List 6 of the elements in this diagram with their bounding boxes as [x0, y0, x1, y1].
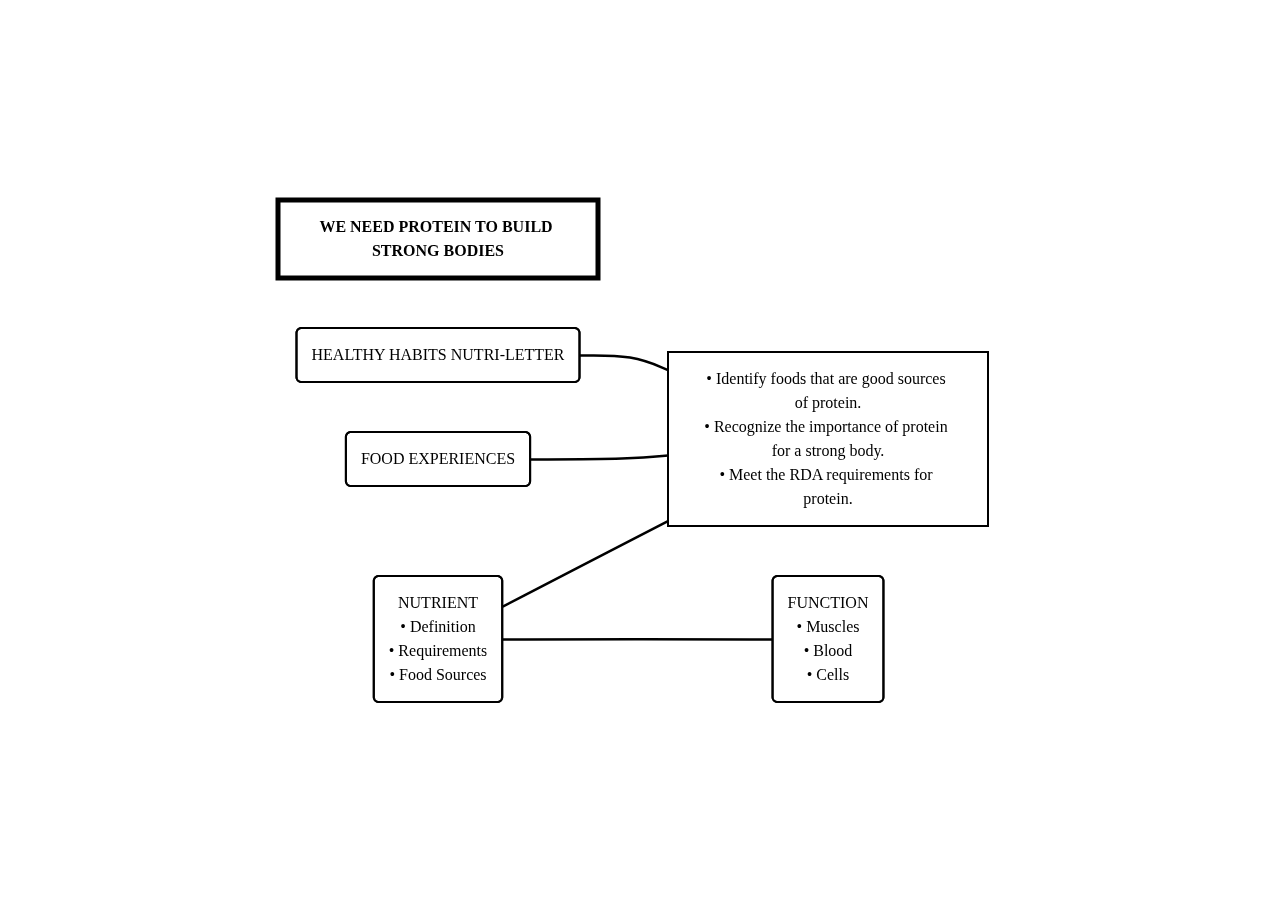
connector [501, 519, 669, 608]
node-box: WE NEED PROTEIN TO BUILD STRONG BODIES [275, 197, 600, 280]
connector [502, 637, 773, 641]
node-box: • Identify foods that are good sources of protein. • Recognize the importance of protein for a strong body. • Meet the RDA requirements for protein. [666, 350, 989, 527]
connector [579, 353, 668, 371]
connector [530, 453, 668, 461]
